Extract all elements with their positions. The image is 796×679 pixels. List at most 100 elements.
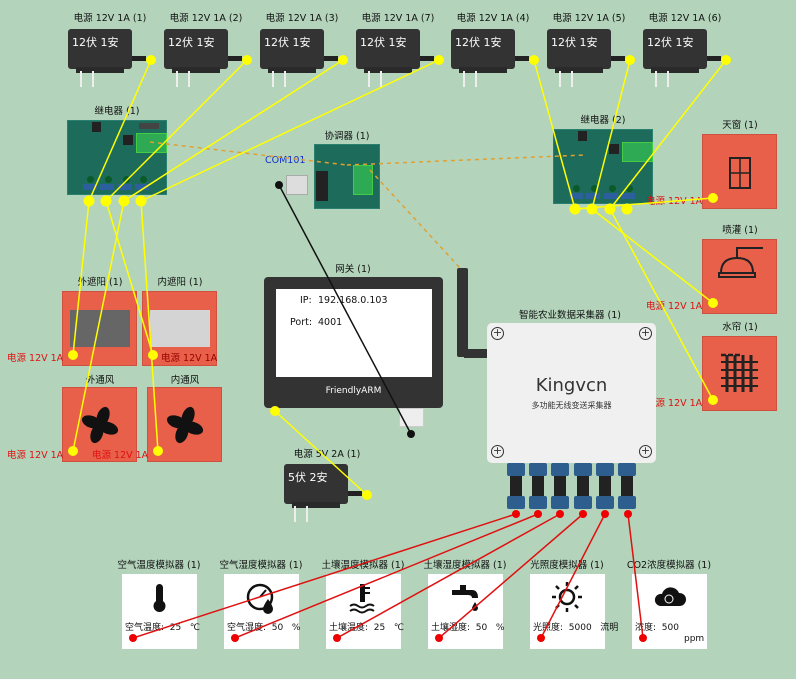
power-supply-12v[interactable]: 12伏 1安 [643,29,721,87]
ip-value: 192.168.0.103 [318,295,388,306]
relay-board-1[interactable] [67,120,167,195]
data-collector[interactable]: ++ ++ Kingvcn 多功能无线变送采集器 [487,323,656,463]
serial-connector[interactable] [286,175,308,195]
sensor-simulator[interactable]: 浓度: 500 ppm [632,574,707,649]
serial-terminal[interactable] [275,181,283,189]
inner-fan-title: 内通风 [170,375,200,386]
collector-port-terminal[interactable] [534,510,542,518]
power-supply-title: 电源 12V 1A (2) [169,13,243,24]
port-value: 4001 [318,317,343,328]
sensor-terminal[interactable] [435,634,443,642]
power-jack-terminal[interactable] [434,55,444,65]
coordinator-title: 协调器 (1) [324,131,370,142]
power-supply-5v[interactable]: 5伏 2安 [284,464,362,522]
collector-port-terminal[interactable] [601,510,609,518]
collector-port-terminal[interactable] [512,510,520,518]
sensor-reading-value[interactable]: 50 [475,623,488,633]
power-wire [533,59,576,210]
sensor-port-connector[interactable] [596,463,614,510]
collector-port-terminal[interactable] [579,510,587,518]
sensor-terminal[interactable] [231,634,239,642]
sensor-title: 光照度模拟器 (1) [530,560,604,571]
actuator-terminal[interactable] [708,395,718,405]
actuator-terminal[interactable] [708,193,718,203]
power-supply-12v[interactable]: 12伏 1安 [164,29,242,87]
fan-icon [166,406,204,444]
sprinkler[interactable] [702,239,777,314]
sensor-reading-value[interactable]: 25 [169,623,182,633]
relay-terminal[interactable] [135,195,147,207]
sensor-reading: 浓度: 500 [635,620,688,633]
power-wire [609,59,727,210]
skylight-title: 天窗 (1) [722,120,758,131]
power-supply-12v[interactable]: 12伏 1安 [260,29,338,87]
sensor-reading-unit: % [291,623,301,633]
power-wire [591,59,631,210]
port-label: Port: [290,317,313,328]
serial-cable [278,184,412,435]
shade-panel [150,310,210,347]
power-supply-12v[interactable]: 12伏 1安 [451,29,529,87]
gateway-power-terminal[interactable] [270,406,280,416]
relay-terminal[interactable] [621,203,633,215]
relay-terminal[interactable] [586,203,598,215]
power-jack-terminal[interactable] [146,55,156,65]
sensor-terminal[interactable] [537,634,545,642]
sensor-reading-unit: 流明 [600,623,619,633]
power-wire [88,59,152,202]
sensor-port-connector[interactable] [529,463,547,510]
psu-face-label: 12伏 1安 [168,36,215,49]
collector-port-terminal[interactable] [624,510,632,518]
psu-face-label: 5伏 2安 [288,471,328,484]
sensor-simulator[interactable]: 土壤温度: 25 ℃ [326,574,404,649]
psu-face-label: 12伏 1安 [72,36,119,49]
com-port-label: COM101 [265,155,306,166]
power-jack-terminal[interactable] [721,55,731,65]
sensor-reading-value[interactable]: 25 [373,623,386,633]
gateway-screen: IP: 192.168.0.103 Port: 4001 [276,289,432,377]
outer-fan-title: 外通风 [85,375,115,386]
sensor-port-connector[interactable] [507,463,525,510]
gateway[interactable]: IP: 192.168.0.103 Port: 4001 FriendlyARM [264,277,443,408]
actuator-terminal[interactable] [68,446,78,456]
collector-port-terminal[interactable] [556,510,564,518]
actuator-terminal[interactable] [708,298,718,308]
water-curtain-title: 水帘 (1) [722,322,758,333]
relay-terminal[interactable] [100,195,112,207]
sensor-port-connector[interactable] [574,463,592,510]
actuator-terminal[interactable] [148,350,158,360]
ethernet-terminal[interactable] [407,430,415,438]
relay-terminal[interactable] [83,195,95,207]
sensor-reading-value[interactable]: 500 [661,623,679,633]
co2-cloud-icon [654,587,686,606]
power-jack-terminal[interactable] [529,55,539,65]
power-jack-terminal[interactable] [625,55,635,65]
power-supply-12v[interactable]: 12伏 1安 [356,29,434,87]
actuator-terminal[interactable] [68,350,78,360]
psu-face-label: 12伏 1安 [455,36,502,49]
relay-terminal[interactable] [569,203,581,215]
actuator-terminal[interactable] [153,446,163,456]
power-wire [574,197,714,210]
sensor-reading-value[interactable]: 50 [271,623,284,633]
relay2-title: 继电器 (2) [580,115,626,126]
sensor-wire [540,513,606,639]
sensor-terminal[interactable] [129,634,137,642]
power-jack-terminal[interactable] [362,490,372,500]
sensor-terminal[interactable] [639,634,647,642]
power-jack-terminal[interactable] [338,55,348,65]
coordinator-board[interactable] [314,144,380,209]
relay-terminal[interactable] [604,203,616,215]
sensor-port-connector[interactable] [618,463,636,510]
power-supply-12v[interactable]: 12伏 1安 [68,29,146,87]
power-supply-12v[interactable]: 12伏 1安 [547,29,625,87]
sensor-terminal[interactable] [333,634,341,642]
gateway-title: 网关 (1) [335,264,371,275]
outer-shade-power-label: 电源 12V 1A [7,353,64,364]
power-jack-terminal[interactable] [242,55,252,65]
collector-subtitle: 多功能无线变送采集器 [531,401,612,410]
sensor-reading-value[interactable]: 5000 [568,623,592,633]
relay-terminal[interactable] [118,195,130,207]
sensor-wire [336,513,561,639]
sensor-port-connector[interactable] [551,463,569,510]
